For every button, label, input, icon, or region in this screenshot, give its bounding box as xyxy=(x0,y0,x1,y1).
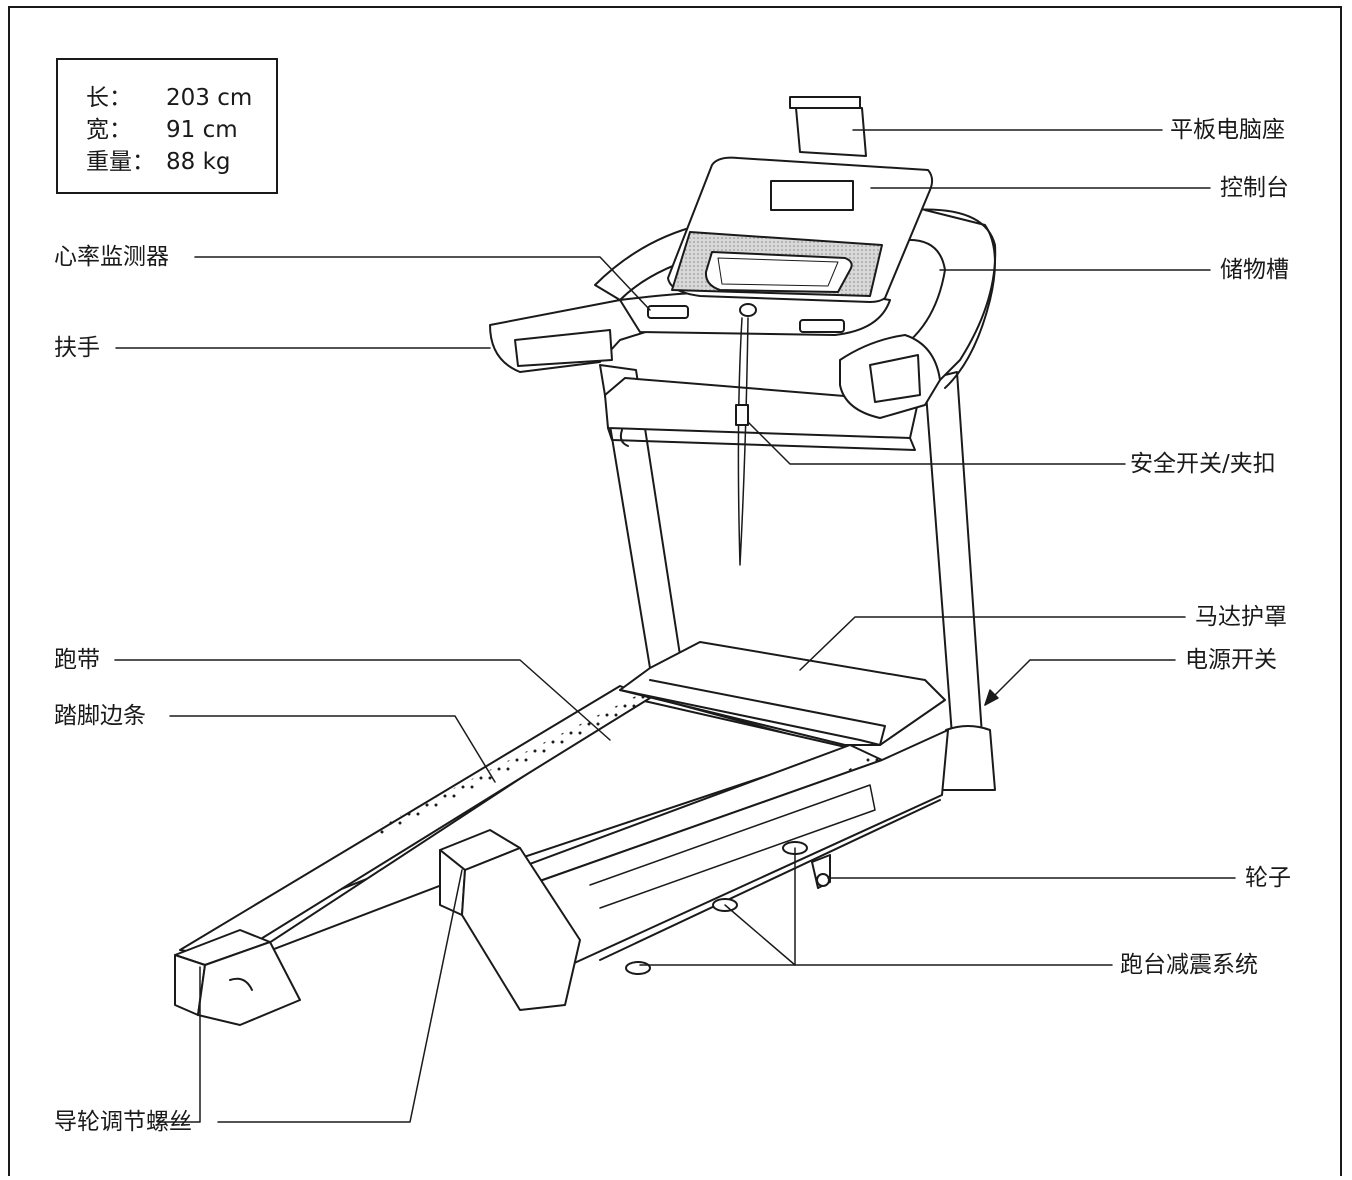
safety-key-socket xyxy=(739,303,757,317)
wheel xyxy=(811,854,831,889)
spec-weight: 重量： 88 kg xyxy=(86,142,231,175)
label-storage-tray: 储物槽 xyxy=(1220,257,1289,283)
rear-left-end-cap xyxy=(174,929,301,1026)
console xyxy=(667,156,934,303)
diagram-frame xyxy=(8,6,1342,1176)
console-display xyxy=(770,180,854,211)
left-pulse-sensor xyxy=(647,305,689,319)
label-deck-cushioning: 跑台减震系统 xyxy=(1120,952,1258,978)
right-pulse-sensor xyxy=(799,319,845,333)
label-heart-rate-monitor: 心率监测器 xyxy=(54,244,169,270)
spec-width: 宽： 91 cm xyxy=(86,110,238,143)
upright-base-cover xyxy=(941,725,996,791)
label-safety-key-clip: 安全开关/夹扣 xyxy=(1130,451,1276,477)
label-walking-belt: 跑带 xyxy=(54,647,100,673)
label-power-switch: 电源开关 xyxy=(1185,647,1277,673)
deck xyxy=(179,685,949,966)
label-handrail: 扶手 xyxy=(54,335,100,361)
label-idler-adjustment-bolt: 导轮调节螺丝 xyxy=(54,1109,192,1135)
leader-lines xyxy=(114,129,1236,1123)
spec-weight-value: 88 kg xyxy=(166,149,231,175)
specs-box: 长： 203 cm 宽： 91 cm 重量： 88 kg xyxy=(56,58,278,194)
label-console: 控制台 xyxy=(1220,175,1289,201)
rear-right-end-cap xyxy=(439,829,581,1011)
spec-width-label: 宽： xyxy=(86,117,132,143)
label-foot-rail: 踏脚边条 xyxy=(54,703,146,729)
label-motor-hood: 马达护罩 xyxy=(1195,604,1287,630)
label-wheel: 轮子 xyxy=(1245,865,1291,891)
spec-weight-label: 重量： xyxy=(86,149,155,175)
spec-length-value: 203 cm xyxy=(166,85,253,111)
spec-length-label: 长： xyxy=(86,85,132,111)
label-tablet-holder: 平板电脑座 xyxy=(1170,117,1285,143)
right-handrail xyxy=(839,334,941,419)
storage-tray xyxy=(604,377,919,451)
power-switch-arrowhead xyxy=(984,689,999,706)
motor-hood xyxy=(619,641,946,746)
tablet-holder xyxy=(789,96,867,157)
spec-length: 长： 203 cm xyxy=(86,78,253,111)
spec-width-value: 91 cm xyxy=(166,117,238,143)
safety-cord xyxy=(735,317,749,566)
